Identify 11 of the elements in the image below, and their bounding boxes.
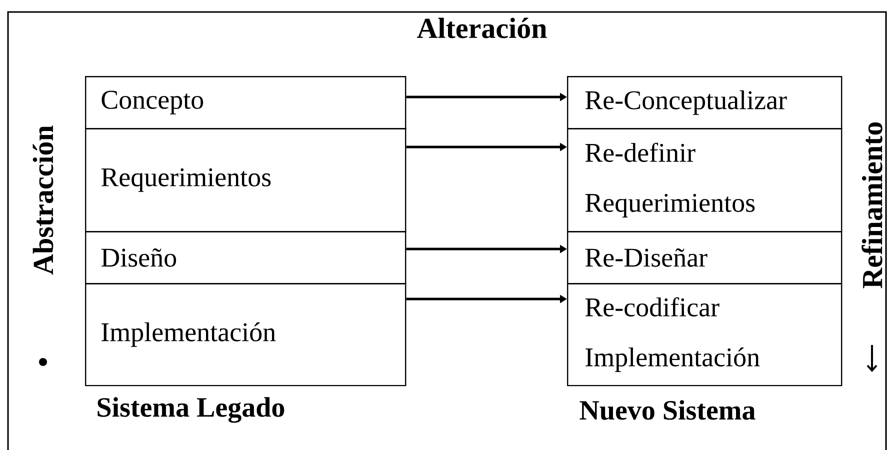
table-cell: Diseño — [85, 231, 406, 284]
table-cell: Implementación — [85, 282, 406, 386]
axis-label: Refinamiento — [862, 122, 882, 288]
table-cell: Concepto — [85, 76, 406, 130]
table-cell: Requerimientos — [85, 128, 406, 232]
table-cell: Re-Conceptualizar — [567, 76, 842, 130]
table-cell: Re-Diseñar — [567, 231, 842, 284]
table-cell: Re-definir Requerimientos — [567, 128, 842, 232]
axis-label: Abstracción — [32, 126, 54, 275]
table-cell: Re-codificar Implementación — [567, 282, 842, 386]
heading: Alteración — [417, 18, 547, 38]
